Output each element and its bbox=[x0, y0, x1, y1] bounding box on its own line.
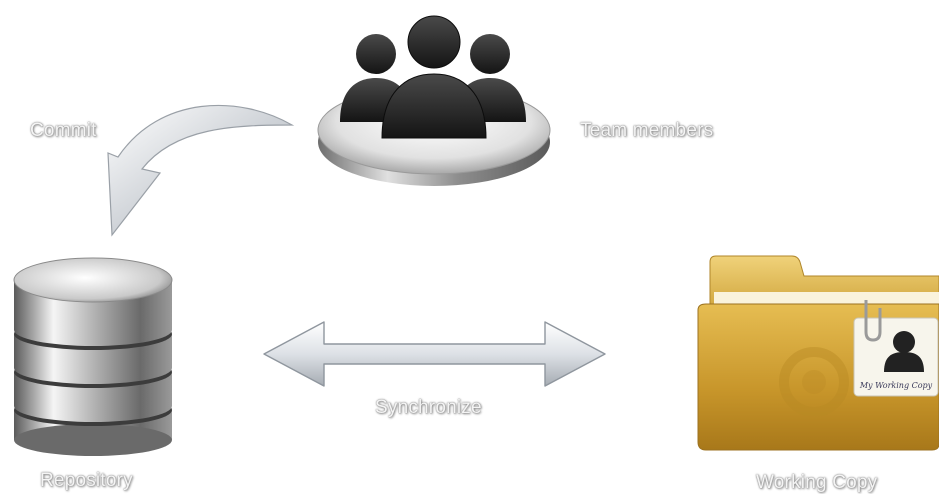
repository-label: Repository bbox=[40, 470, 133, 491]
repository-icon bbox=[13, 257, 173, 456]
commit-label: Commit bbox=[30, 120, 97, 141]
team-members-label: Team members bbox=[580, 120, 714, 141]
synchronize-label: Synchronize bbox=[375, 397, 482, 418]
working-copy-folder-icon: My Working Copy bbox=[697, 255, 939, 451]
working-copy-label: Working Copy bbox=[756, 472, 878, 493]
avatar-icon bbox=[884, 331, 924, 372]
synchronize-arrow-icon bbox=[263, 321, 606, 387]
badge-text: My Working Copy bbox=[859, 381, 933, 390]
team-members-icon bbox=[317, 15, 551, 186]
commit-arrow-icon bbox=[107, 104, 295, 237]
